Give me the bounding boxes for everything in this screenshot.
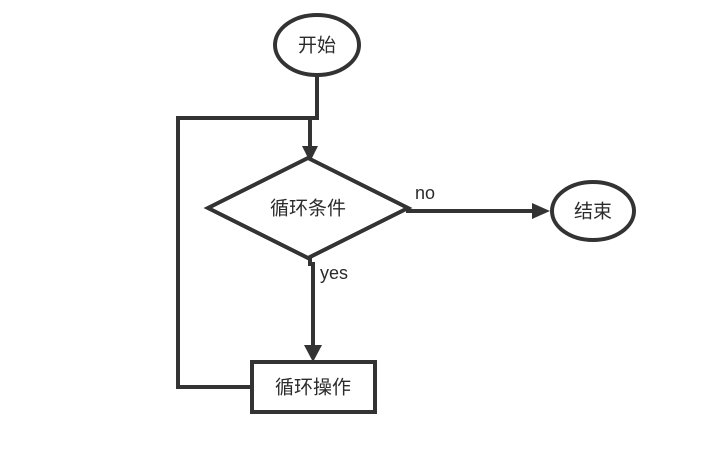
edge-label-no: no bbox=[415, 183, 435, 203]
node-end[interactable]: 结束 bbox=[550, 180, 636, 242]
end-label: 结束 bbox=[574, 201, 612, 223]
edge-operation-to-condition bbox=[176, 116, 310, 389]
edge-condition-to-end-line bbox=[406, 208, 536, 213]
node-condition[interactable]: 循环条件 bbox=[203, 155, 413, 261]
edge-condition-to-end-arrowhead bbox=[532, 203, 550, 219]
edge-start-to-condition bbox=[302, 75, 319, 162]
end-ellipse[interactable] bbox=[550, 180, 636, 242]
edge-operation-to-condition-line bbox=[176, 116, 310, 389]
node-start[interactable]: 开始 bbox=[273, 13, 361, 77]
edge-label-yes: yes bbox=[320, 263, 348, 283]
start-label: 开始 bbox=[298, 35, 336, 57]
condition-label: 循环条件 bbox=[270, 198, 346, 220]
edge-condition-to-end bbox=[406, 203, 550, 219]
edge-condition-to-operation bbox=[304, 258, 322, 362]
edge-condition-to-operation-arrowhead bbox=[304, 345, 322, 362]
condition-diamond[interactable] bbox=[203, 155, 413, 261]
edge-start-to-condition-arrowhead bbox=[302, 146, 318, 162]
node-operation[interactable]: 循环操作 bbox=[250, 360, 377, 414]
operation-rectangle[interactable] bbox=[250, 360, 377, 414]
start-ellipse[interactable] bbox=[273, 13, 361, 77]
edge-start-to-condition-line bbox=[308, 75, 319, 152]
edge-condition-to-operation-line bbox=[308, 258, 315, 348]
operation-label: 循环操作 bbox=[275, 377, 351, 399]
